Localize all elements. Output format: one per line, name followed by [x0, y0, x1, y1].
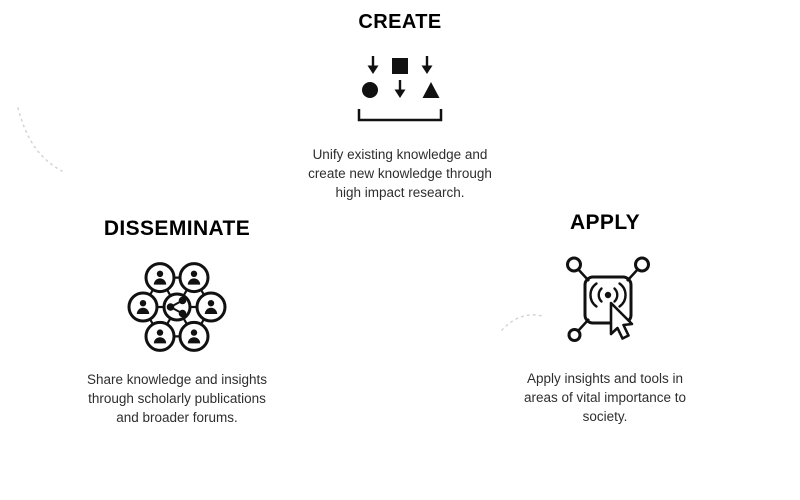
apply-description: Apply insights and tools in areas of vit…	[523, 371, 687, 424]
disseminate-section: DISSEMINATE	[77, 216, 277, 427]
create-description: Unify existing knowledge and create new …	[308, 147, 492, 200]
technology-chip-hand-icon	[510, 253, 700, 357]
apply-section: APPLY	[510, 210, 700, 426]
apply-title: APPLY	[569, 211, 641, 234]
create-section: CREATE Unify ex	[300, 10, 500, 202]
people-network-share-icon	[77, 257, 277, 361]
flow-arrow-left	[17, 107, 63, 172]
sort-shapes-icon	[300, 54, 500, 126]
create-title: CREATE	[358, 11, 442, 33]
disseminate-description: Share knowledge and insights through sch…	[86, 372, 268, 425]
disseminate-title: DISSEMINATE	[103, 217, 251, 240]
